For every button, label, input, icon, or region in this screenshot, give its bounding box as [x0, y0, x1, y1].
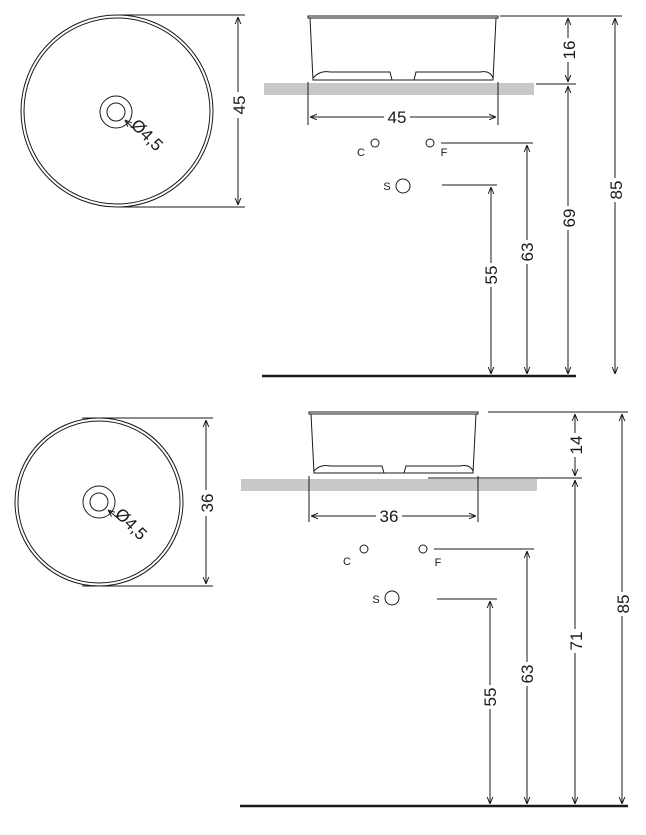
label-mask — [519, 662, 537, 686]
hole-diameter-label: Ø4,5 — [111, 504, 150, 543]
plan-view-45: Ø4,5 45 — [20, 14, 249, 208]
plan-diameter-label: 45 — [230, 96, 249, 115]
counter-height-label: 69 — [560, 209, 579, 228]
hole-leader — [125, 120, 137, 132]
label-mask — [384, 107, 410, 127]
cold-label: C — [357, 147, 365, 159]
drain-outer-ring — [82, 485, 116, 519]
waste-label: S — [383, 181, 390, 193]
waste-height-label: 55 — [482, 266, 501, 285]
drain-hole — [106, 102, 126, 122]
waste-height-label: 55 — [481, 688, 500, 707]
cold-supply-symbol — [370, 138, 380, 148]
hot-supply-symbol — [425, 138, 435, 148]
waste-label: S — [372, 594, 379, 606]
countertop-slab — [264, 83, 534, 95]
hole-diameter-label: Ø4,5 — [127, 115, 166, 154]
label-mask — [198, 490, 216, 516]
waste-outlet-symbol — [384, 590, 400, 606]
bowl-height-label: 14 — [567, 436, 586, 455]
basin-inner-rim — [17, 420, 181, 584]
basin-interior-profile — [313, 465, 474, 474]
basin-body — [308, 411, 479, 474]
elevation-view-36: 36 14 71 85 C F S — [240, 411, 633, 808]
elevation-width-label: 36 — [380, 507, 399, 526]
basin-outer-rim — [14, 417, 184, 587]
drain-outer-ring — [99, 95, 133, 129]
hot-label: F — [435, 557, 442, 569]
label-mask — [376, 506, 402, 526]
label-mask — [567, 433, 585, 457]
label-mask — [230, 92, 248, 118]
label-mask — [560, 206, 578, 230]
counter-height-label: 71 — [567, 632, 586, 651]
label-mask — [607, 178, 625, 202]
label-mask — [519, 240, 537, 264]
label-mask — [614, 592, 632, 616]
plan-diameter-label: 36 — [198, 494, 217, 513]
basin-body — [307, 15, 499, 81]
basin-inner-rim — [23, 17, 211, 205]
supply-height-label: 63 — [518, 243, 537, 262]
total-height-label: 85 — [607, 181, 626, 200]
label-mask — [560, 38, 578, 62]
label-mask — [482, 685, 500, 709]
top-drawing: Ø4,5 45 45 — [20, 14, 626, 378]
countertop-slab — [241, 479, 537, 491]
total-height-label: 85 — [614, 595, 633, 614]
basin-outer-rim — [20, 14, 214, 208]
basin-interior-profile — [312, 71, 494, 81]
supply-height-label: 63 — [518, 665, 537, 684]
cold-supply-symbol — [359, 544, 369, 554]
label-mask — [567, 629, 585, 653]
drain-hole — [89, 492, 109, 512]
plan-view-36: Ø4,5 36 — [14, 417, 217, 587]
cold-label: C — [343, 556, 351, 568]
elevation-view-45: 45 16 69 85 C F S — [262, 15, 626, 378]
bowl-height-label: 16 — [560, 41, 579, 60]
waste-outlet-symbol — [395, 178, 411, 194]
bottom-drawing: Ø4,5 36 36 14 — [14, 411, 633, 808]
label-mask — [483, 263, 501, 287]
hole-leader — [108, 510, 121, 521]
hot-supply-symbol — [418, 544, 428, 554]
elevation-width-label: 45 — [388, 108, 407, 127]
hot-label: F — [441, 147, 448, 159]
